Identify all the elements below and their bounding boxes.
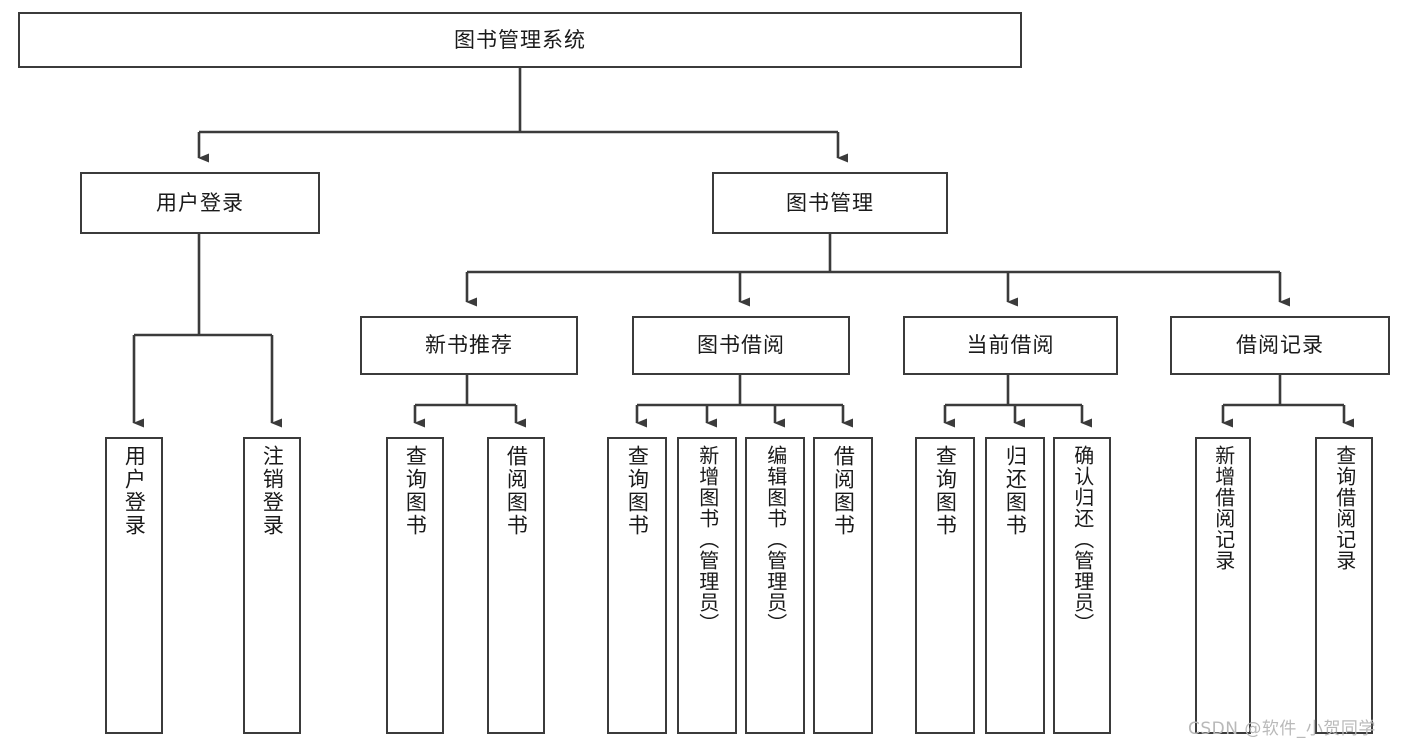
node-user-login-label: 用户登录 (156, 190, 244, 215)
node-new-book-recommend[interactable]: 新书推荐 (360, 316, 578, 375)
edge-group-new-book-recommend (413, 375, 526, 428)
edge-group-book-borrow (635, 375, 853, 428)
node-leaf-query-book-1-label: 查询图书 (403, 445, 428, 537)
node-leaf-edit-book[interactable]: 编辑图书（管理员） (745, 437, 805, 734)
node-leaf-query-record-label: 查询借阅记录 (1332, 445, 1357, 571)
node-leaf-query-book-2[interactable]: 查询图书 (607, 437, 667, 734)
node-borrow-record-label: 借阅记录 (1236, 333, 1324, 358)
node-leaf-borrow-book-1[interactable]: 借阅图书 (487, 437, 545, 734)
node-leaf-add-record-label: 新增借阅记录 (1211, 445, 1236, 571)
node-leaf-query-book-3-label: 查询图书 (933, 445, 958, 537)
node-book-borrow[interactable]: 图书借阅 (632, 316, 850, 375)
node-book-manage-label: 图书管理 (786, 190, 874, 215)
node-root[interactable]: 图书管理系统 (18, 12, 1022, 68)
node-book-borrow-label: 图书借阅 (697, 333, 785, 358)
node-leaf-borrow-book-1-label: 借阅图书 (504, 445, 529, 537)
node-leaf-user-login[interactable]: 用户登录 (105, 437, 163, 734)
node-book-manage[interactable]: 图书管理 (712, 172, 948, 234)
node-current-borrow-label: 当前借阅 (966, 333, 1055, 358)
node-root-label: 图书管理系统 (454, 27, 586, 52)
node-borrow-record[interactable]: 借阅记录 (1170, 316, 1390, 375)
node-leaf-query-record[interactable]: 查询借阅记录 (1315, 437, 1373, 734)
node-leaf-return-book[interactable]: 归还图书 (985, 437, 1045, 734)
node-user-login[interactable]: 用户登录 (80, 172, 320, 234)
node-leaf-add-book[interactable]: 新增图书（管理员） (677, 437, 737, 734)
node-leaf-borrow-book-2-label: 借阅图书 (831, 445, 856, 537)
edge-group-root (197, 68, 848, 163)
edge-group-current-borrow (943, 375, 1092, 428)
node-leaf-logout-label: 注销登录 (260, 445, 285, 537)
node-leaf-confirm-return[interactable]: 确认归还（管理员） (1053, 437, 1111, 734)
node-leaf-confirm-return-label: 确认归还（管理员） (1070, 445, 1095, 634)
node-new-book-recommend-label: 新书推荐 (425, 333, 513, 358)
node-current-borrow[interactable]: 当前借阅 (903, 316, 1118, 375)
node-leaf-add-book-label: 新增图书（管理员） (695, 445, 720, 634)
edge-group-borrow-record (1221, 375, 1354, 428)
node-leaf-query-book-1[interactable]: 查询图书 (386, 437, 444, 734)
node-leaf-borrow-book-2[interactable]: 借阅图书 (813, 437, 873, 734)
csdn-watermark: CSDN @软件_小贺同学 (1188, 719, 1376, 739)
node-leaf-user-login-label: 用户登录 (122, 445, 147, 537)
edge-group-book-manage (465, 234, 1290, 307)
node-leaf-edit-book-label: 编辑图书（管理员） (763, 445, 788, 634)
node-leaf-query-book-2-label: 查询图书 (625, 445, 650, 537)
node-leaf-logout[interactable]: 注销登录 (243, 437, 301, 734)
node-leaf-return-book-label: 归还图书 (1003, 445, 1028, 537)
edge-group-user-login (132, 234, 282, 428)
node-leaf-query-book-3[interactable]: 查询图书 (915, 437, 975, 734)
node-leaf-add-record[interactable]: 新增借阅记录 (1195, 437, 1251, 734)
